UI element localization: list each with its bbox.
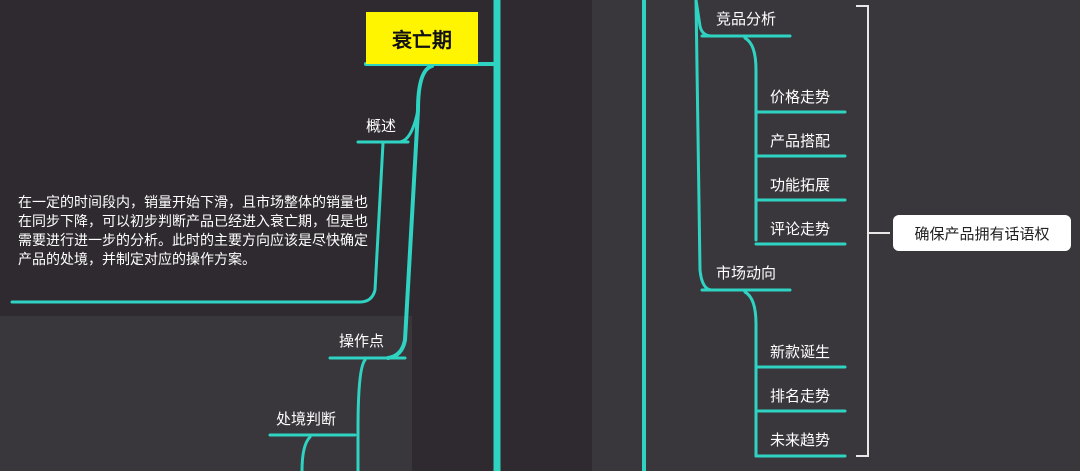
situation-connector	[356, 358, 367, 471]
situation-down	[300, 435, 312, 471]
feature-expansion-label[interactable]: 功能拓展	[770, 176, 831, 194]
product-bundle-label[interactable]: 产品搭配	[770, 132, 831, 150]
market-trend-label[interactable]: 市场动向	[716, 264, 777, 282]
situation-label[interactable]: 处境判断	[276, 410, 337, 428]
new-models-label[interactable]: 新款诞生	[770, 343, 831, 361]
canvas-left-bottom	[0, 316, 412, 471]
overview-to-text	[10, 141, 385, 304]
market-connector	[694, 0, 714, 292]
review-trend-label[interactable]: 评论走势	[770, 220, 831, 238]
overview-label[interactable]: 概述	[366, 117, 397, 135]
future-trend-label[interactable]: 未来趋势	[770, 431, 831, 449]
competitor-connector	[694, 0, 714, 38]
operation-label[interactable]: 操作点	[339, 332, 385, 350]
central-topic[interactable]: 衰亡期	[366, 12, 478, 64]
summary-bracket	[856, 5, 869, 457]
ranking-trend-label[interactable]: 排名走势	[770, 387, 831, 405]
overview-text[interactable]: 在一定的时间段内，销量开始下滑，且市场整体的销量也在同步下降，可以初步判断产品已…	[18, 195, 368, 268]
canvas-strip	[490, 0, 592, 471]
market-subtrunk	[743, 290, 758, 458]
left-branch-line	[386, 64, 434, 360]
canvas-center	[412, 316, 490, 471]
summary-callout[interactable]: 确保产品拥有话语权	[893, 215, 1071, 251]
competitor-subtrunk	[743, 36, 758, 242]
price-trend-label[interactable]: 价格走势	[770, 88, 831, 106]
competitor-analysis-label[interactable]: 竞品分析	[716, 10, 777, 28]
